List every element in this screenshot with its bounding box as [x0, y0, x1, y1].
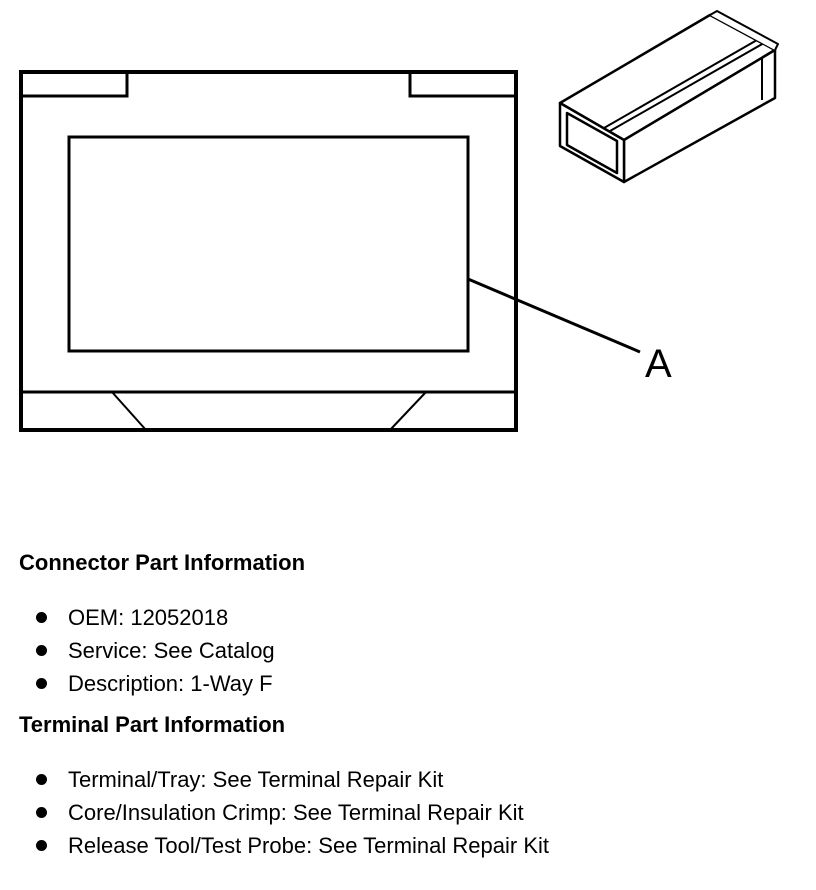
bullet-icon [36, 678, 47, 689]
list-item-text: Core/Insulation Crimp: See Terminal Repa… [68, 800, 524, 825]
list-item: Core/Insulation Crimp: See Terminal Repa… [30, 796, 549, 829]
bottom-chamfer-left [111, 391, 147, 431]
connector-face-view [19, 70, 518, 432]
bullet-icon [36, 840, 47, 851]
terminal-part-information-heading: Terminal Part Information [19, 712, 286, 737]
list-item-text: Service: See Catalog [68, 638, 275, 663]
iso-rail-2 [609, 42, 765, 132]
list-item-text: Release Tool/Test Probe: See Terminal Re… [68, 833, 549, 858]
latch-notch-left [21, 72, 129, 98]
list-item: OEM: 12052018 [30, 601, 275, 634]
terminal-cavity [67, 135, 470, 353]
iso-front-opening [565, 111, 619, 175]
connector-part-information-heading: Connector Part Information [19, 550, 306, 575]
iso-rear-lip [709, 10, 779, 51]
connector-part-information-list: OEM: 12052018 Service: See Catalog Descr… [30, 601, 275, 700]
latch-notch-right [408, 72, 516, 98]
connector-diagram: A [19, 10, 779, 432]
connector-outer-frame [19, 70, 518, 432]
iso-rail-1 [603, 39, 758, 129]
bottom-chamfer-right [389, 391, 427, 431]
bullet-icon [36, 612, 47, 623]
list-item: Service: See Catalog [30, 634, 275, 667]
list-item-text: Terminal/Tray: See Terminal Repair Kit [68, 767, 444, 792]
list-item: Terminal/Tray: See Terminal Repair Kit [30, 763, 549, 796]
bullet-icon [36, 645, 47, 656]
bullet-icon [36, 774, 47, 785]
list-item-text: OEM: 12052018 [68, 605, 229, 630]
callout-leader-line [467, 277, 641, 354]
callout-label-a: A [645, 342, 672, 386]
list-item-text: Description: 1-Way F [68, 671, 273, 696]
list-item: Description: 1-Way F [30, 667, 275, 700]
terminal-part-information-list: Terminal/Tray: See Terminal Repair Kit C… [30, 763, 549, 862]
bullet-icon [36, 807, 47, 818]
list-item: Release Tool/Test Probe: See Terminal Re… [30, 829, 549, 862]
connector-isometric-view [558, 10, 779, 184]
